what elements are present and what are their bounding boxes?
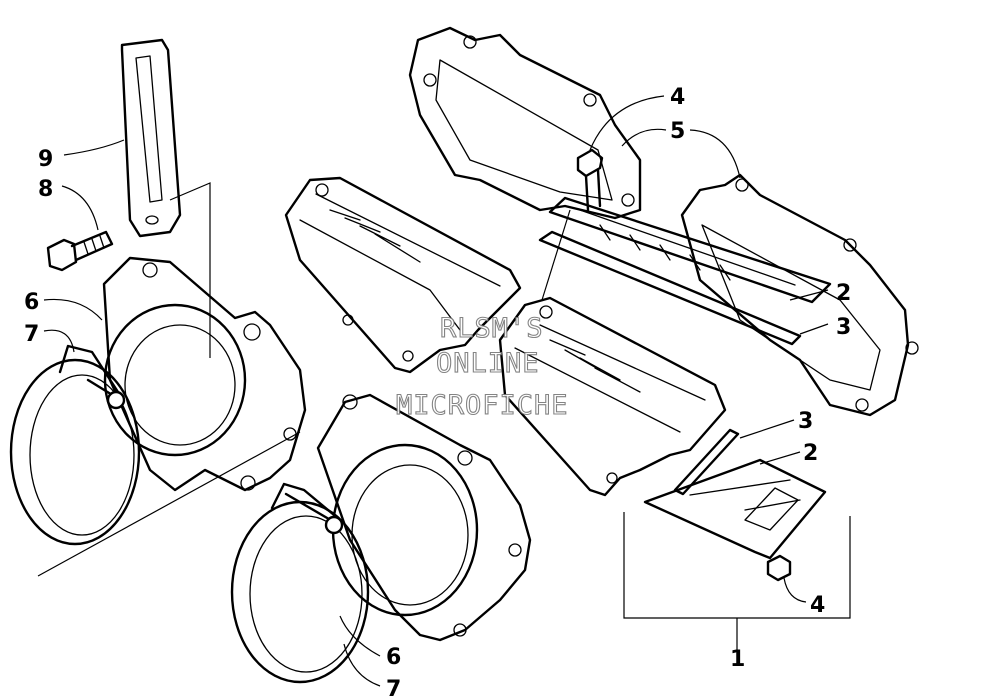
callout-2-lower: 2 xyxy=(803,441,818,466)
callout-4-lower: 4 xyxy=(810,593,825,618)
reference-lines xyxy=(37,182,571,577)
watermark-line-1: RLSM'S xyxy=(440,313,544,344)
bolt-left xyxy=(46,230,114,272)
watermark-line-2: ONLINE xyxy=(436,348,540,379)
callout-3-lower: 3 xyxy=(798,409,813,434)
callout-6-lower: 6 xyxy=(386,645,401,670)
reed-stopper-lower xyxy=(673,428,740,496)
reed-petal-upper xyxy=(548,196,832,304)
watermark: RLSM'S ONLINE MICROFICHE xyxy=(395,312,569,421)
screw-lower xyxy=(766,554,792,582)
intake-boot-left xyxy=(102,256,307,492)
gasket-right xyxy=(680,173,919,417)
reed-valve-block-lower xyxy=(498,296,727,497)
callout-7-lower: 7 xyxy=(386,677,401,699)
reed-stopper-upper xyxy=(538,230,802,346)
callout-4-upper: 4 xyxy=(670,85,685,110)
clamp-lower xyxy=(230,482,370,684)
callout-3-upper: 3 xyxy=(836,315,851,340)
callout-5: 5 xyxy=(670,119,685,144)
reed-petal-lower xyxy=(643,458,827,560)
clamp-left xyxy=(9,344,141,546)
callout-labels: 9 8 6 7 4 5 2 3 3 2 4 1 6 7 xyxy=(24,85,851,699)
callout-1: 1 xyxy=(730,647,745,672)
callout-2-upper: 2 xyxy=(836,281,851,306)
callout-7-left: 7 xyxy=(24,322,39,347)
leader-lines xyxy=(43,95,851,687)
screw-upper xyxy=(576,148,604,212)
bracket-strap xyxy=(120,38,182,238)
gasket-upper-left xyxy=(408,26,642,220)
reed-valve-block-upper xyxy=(284,176,522,374)
watermark-line-3: MICROFICHE xyxy=(396,390,569,421)
intake-boot-lower xyxy=(316,393,532,642)
callout-6-left: 6 xyxy=(24,290,39,315)
callout-9: 9 xyxy=(38,147,53,172)
callout-8: 8 xyxy=(38,177,53,202)
